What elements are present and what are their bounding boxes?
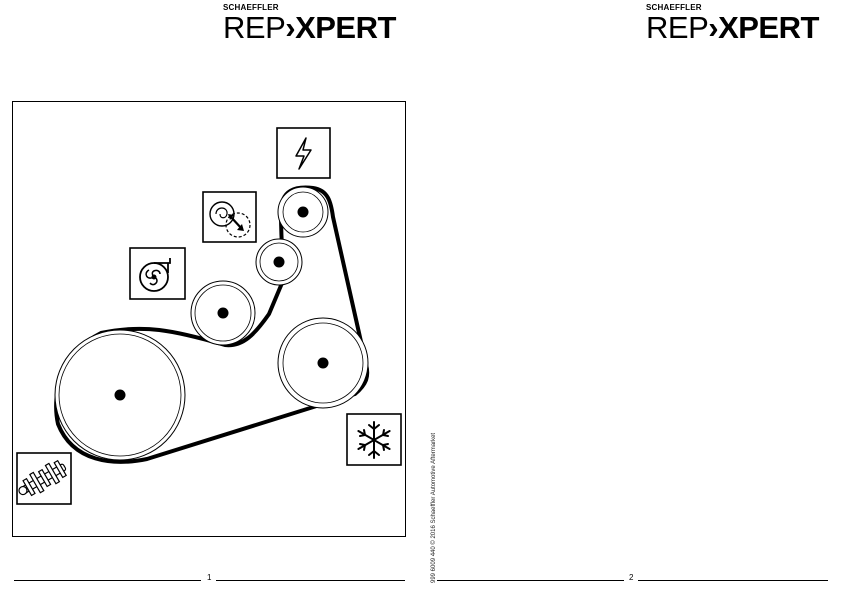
repxpert-wordmark: REP›XPERT	[646, 11, 819, 45]
logo-xpert: XPERT	[295, 10, 396, 45]
ac-compressor-pulley	[277, 317, 369, 409]
logo-xpert: XPERT	[718, 10, 819, 45]
water-pump-icon	[129, 247, 186, 300]
drive-belt	[54, 185, 370, 464]
logo-chevron: ›	[708, 10, 719, 45]
water-pump-pulley	[190, 280, 256, 346]
ac-compressor-icon	[346, 413, 402, 466]
power-steering-pump-icon	[202, 191, 257, 243]
schaeffler-brand-text: SCHAEFFLER	[646, 3, 702, 12]
schaeffler-brand-text: SCHAEFFLER	[223, 3, 279, 12]
crankshaft-icon	[16, 452, 72, 505]
footer-rule	[638, 580, 828, 581]
repxpert-logo: SCHAEFFLER REP›XPERT	[646, 3, 831, 45]
page-number: 2	[629, 573, 634, 582]
alternator-icon	[276, 127, 331, 179]
logo-chevron: ›	[285, 10, 296, 45]
logo-rep: REP	[646, 10, 709, 45]
belt-routing-diagram	[12, 101, 406, 537]
repxpert-logo: SCHAEFFLER REP›XPERT	[223, 3, 408, 45]
page-number: 1	[207, 573, 212, 582]
logo-rep: REP	[223, 10, 286, 45]
footer-rule	[216, 580, 405, 581]
footer-rule	[14, 580, 201, 581]
crankshaft-pulley	[54, 329, 186, 461]
alternator-pulley	[277, 186, 329, 238]
tensioner-pulley	[255, 238, 303, 286]
repxpert-wordmark: REP›XPERT	[223, 11, 396, 45]
copyright-text: 999 6009 440 © 2016 Schaeffler Automotiv…	[431, 432, 437, 583]
footer-rule	[437, 580, 624, 581]
